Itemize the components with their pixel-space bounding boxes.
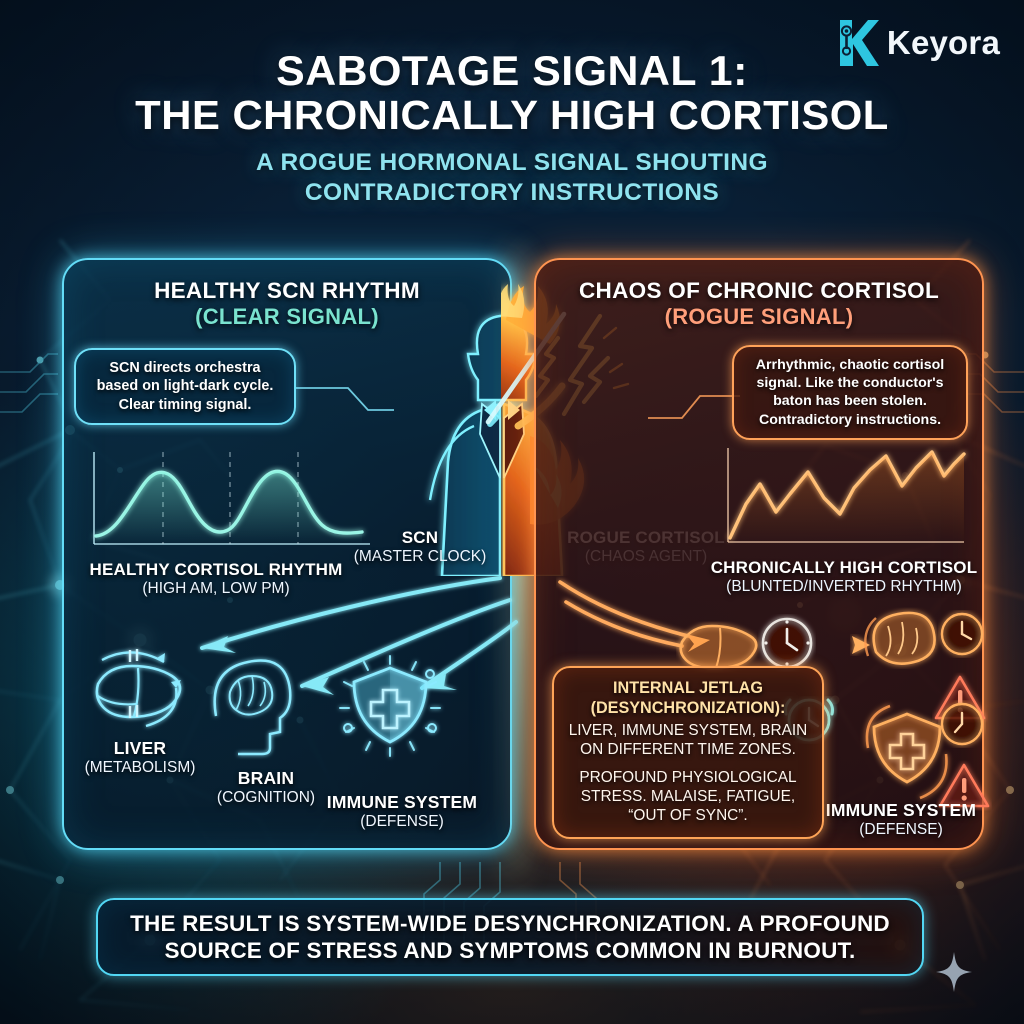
right-chart-caption-line1: CHRONICALLY HIGH CORTISOL: [710, 558, 978, 577]
clock-icon-3: [940, 702, 984, 746]
right-chart-caption-line2: (BLUNTED/INVERTED RHYTHM): [726, 578, 962, 595]
organ-label-immune-right: IMMUNE SYSTEM (DEFENSE): [806, 800, 996, 839]
scn-label-line1: SCN: [401, 528, 439, 547]
organ-label-immune-left: IMMUNE SYSTEM (DEFENSE): [312, 792, 492, 831]
organ-label-liver: LIVER (METABOLISM): [70, 738, 210, 777]
jetlag-title-line1: INTERNAL JETLAG: [613, 679, 763, 697]
clock-icon: [761, 617, 813, 669]
banner-line1: THE RESULT IS SYSTEM-WIDE DESYNCHRONIZAT…: [130, 911, 890, 936]
chart-healthy-cortisol-rhythm: [93, 452, 370, 545]
jetlag-body-1: LIVER, IMMUNE SYSTEM, BRAIN ON DIFFERENT…: [568, 721, 808, 758]
left-chart-caption-line1: HEALTHY CORTISOL RHYTHM: [89, 560, 343, 579]
banner-line2: SOURCE OF STRESS AND SYMPTOMS COMMON IN …: [164, 938, 856, 963]
shield-cross-icon-right: [865, 704, 948, 800]
immune-role-left: (DEFENSE): [360, 813, 444, 830]
callout-scn-directs-orchestra: SCN directs orchestra based on light-dar…: [74, 348, 296, 426]
jetlag-body-2: PROFOUND PHYSIOLOGICAL STRESS. MALAISE, …: [579, 768, 797, 824]
brain-name: BRAIN: [237, 768, 295, 788]
immune-role-right: (DEFENSE): [859, 821, 943, 838]
liver-role: (METABOLISM): [84, 759, 196, 776]
header-titles: SABOTAGE SIGNAL 1: THE CHRONICALLY HIGH …: [0, 48, 1024, 208]
left-callout-leader-line: [294, 387, 394, 411]
liver-icon: [95, 649, 182, 728]
page-title-line1: SABOTAGE SIGNAL 1:: [276, 47, 748, 94]
clock-icon-2: [940, 612, 984, 656]
page-title-line2: THE CHRONICALLY HIGH CORTISOL: [135, 92, 889, 139]
jetlag-title-line2: (DESYNCHRONIZATION):: [590, 698, 786, 717]
scn-label-line2: (MASTER CLOCK): [353, 548, 487, 565]
immune-name-left: IMMUNE SYSTEM: [326, 792, 478, 812]
callout-internal-jetlag: INTERNAL JETLAG (DESYNCHRONIZATION): LIV…: [552, 666, 824, 839]
scn-figure-label: SCN (MASTER CLOCK): [336, 528, 504, 566]
liver-name: LIVER: [113, 738, 167, 758]
brain-head-icon: [213, 659, 292, 756]
right-chart-caption: CHRONICALLY HIGH CORTISOL (BLUNTED/INVER…: [700, 558, 988, 596]
left-signal-arrows: [200, 576, 518, 695]
left-chart-caption: HEALTHY CORTISOL RHYTHM (HIGH AM, LOW PM…: [66, 560, 366, 598]
brain-role: (COGNITION): [216, 789, 316, 806]
immune-name-right: IMMUNE SYSTEM: [825, 800, 977, 820]
right-callout-leader-line: [648, 395, 740, 419]
brand-logo: Keyora: [837, 18, 1000, 68]
callout-arrhythmic-cortisol: Arrhythmic, chaotic cortisol signal. Lik…: [732, 345, 968, 440]
chart-chronically-high-cortisol: [727, 448, 966, 543]
page-subtitle-line2: CONTRADICTORY INSTRUCTIONS: [304, 179, 720, 206]
brain-icon: [864, 611, 936, 665]
page-subtitle-line1: A ROGUE HORMONAL SIGNAL SHOUTING: [256, 148, 768, 176]
right-panel-heading: CHAOS OF CHRONIC CORTISOL: [579, 278, 939, 303]
left-chart-caption-line2: (HIGH AM, LOW PM): [142, 580, 290, 597]
sparkle-icon: [936, 952, 972, 992]
brand-name: Keyora: [886, 24, 1000, 61]
warning-triangle-icon-2: [938, 763, 990, 808]
organ-label-brain: BRAIN (COGNITION): [196, 768, 336, 807]
liver-icon-right: [679, 624, 758, 670]
keyora-k-logo-icon: [839, 20, 879, 66]
arrow-right-icon: [822, 636, 870, 654]
right-panel-heading-group: CHAOS OF CHRONIC CORTISOL (ROGUE SIGNAL): [536, 278, 982, 330]
right-panel-subheading: (ROGUE SIGNAL): [664, 304, 854, 329]
bottom-summary-banner: THE RESULT IS SYSTEM-WIDE DESYNCHRONIZAT…: [96, 898, 924, 976]
shield-cross-icon: [339, 655, 441, 757]
